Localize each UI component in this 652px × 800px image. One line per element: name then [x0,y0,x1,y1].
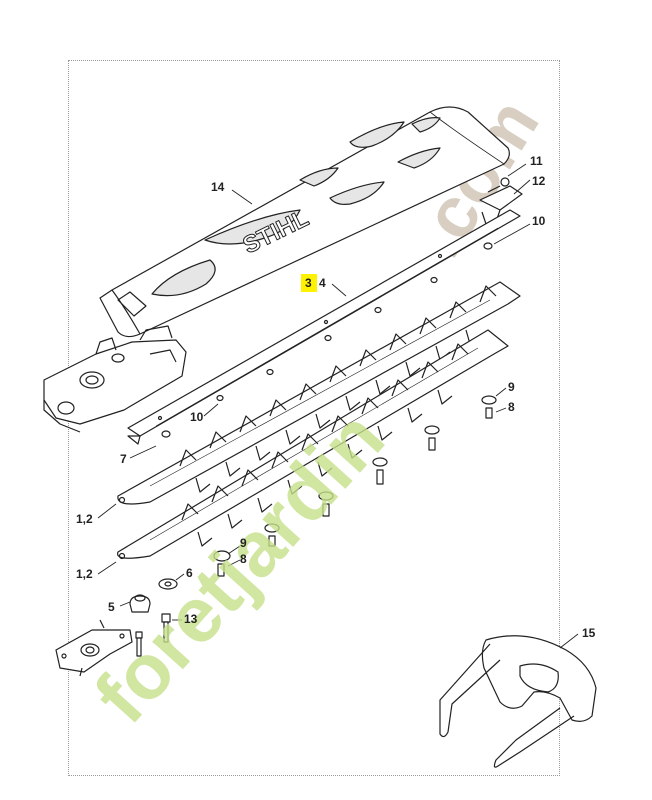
bolts-part-13 [135,613,171,657]
callout-9-left[interactable]: 9 [240,536,247,550]
callout-7[interactable]: 7 [120,452,127,466]
safety-glasses-part-15 [439,635,597,768]
callout-5[interactable]: 5 [108,600,115,614]
gearbox-housing [43,325,187,433]
highlight-marker [301,274,317,292]
cutter-blade-upper [117,281,521,505]
blade-guard-part-14: STIHL [99,106,510,338]
callout-10-left[interactable]: 10 [190,410,204,424]
callout-3[interactable]: 3 [305,276,312,290]
callout-4[interactable]: 4 [319,276,326,290]
callout-14[interactable]: 14 [211,180,225,194]
callout-1-2-lower[interactable]: 1,2 [76,567,93,581]
callout-13[interactable]: 13 [184,612,198,626]
callout-11[interactable]: 11 [530,154,543,168]
callout-1-2-upper[interactable]: 1,2 [76,512,93,526]
callout-10-top[interactable]: 10 [532,214,546,228]
callout-8-left[interactable]: 8 [240,552,247,566]
callout-6[interactable]: 6 [186,566,193,580]
guide-bar-part-4 [127,209,521,445]
spacer-part-10 [161,242,493,438]
cover-plate [55,619,133,677]
callout-8-right[interactable]: 8 [508,400,515,414]
cutter-blade-lower [117,329,509,560]
screws-and-washers [129,395,497,613]
callout-12[interactable]: 12 [532,174,546,188]
callout-15[interactable]: 15 [582,626,596,640]
callout-9-right[interactable]: 9 [508,380,515,394]
callout-leaders [97,163,579,649]
